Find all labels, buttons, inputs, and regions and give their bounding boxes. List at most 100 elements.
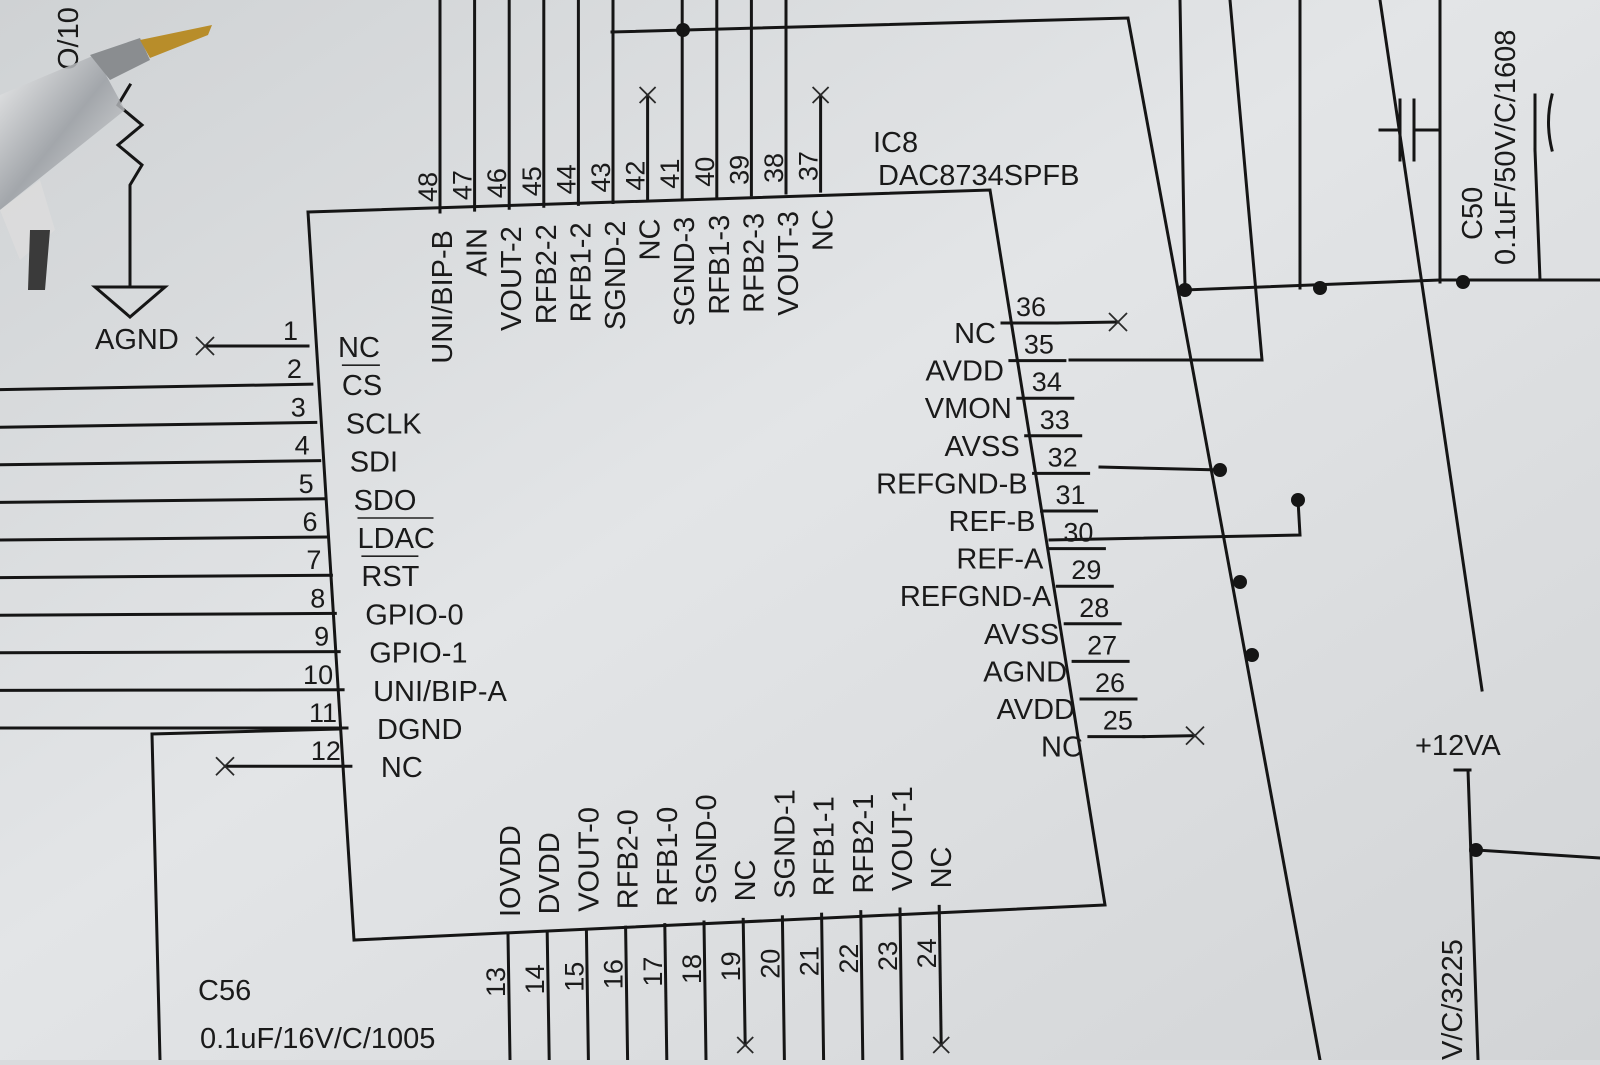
pin-number: 3 xyxy=(291,392,306,422)
pin-number: 10 xyxy=(303,660,333,690)
pin-number: 46 xyxy=(482,168,512,198)
pin-name: VOUT-1 xyxy=(887,786,919,891)
pin-name: NC xyxy=(730,860,762,902)
pin-name: REFGND-B xyxy=(876,468,1027,500)
pin-number: 48 xyxy=(413,172,443,202)
pin-name: RFB2-0 xyxy=(613,809,645,909)
no-connect-marker xyxy=(215,756,235,776)
pin-name: SGND-2 xyxy=(600,221,632,331)
pin-number: 39 xyxy=(724,155,754,185)
pin-number: 44 xyxy=(551,164,581,194)
pin-name: UNI/BIP-B xyxy=(427,230,459,364)
pin-name: REFGND-A xyxy=(900,581,1052,613)
pin-name: AVSS xyxy=(944,431,1019,463)
junction-dot xyxy=(1178,283,1192,297)
pin-number: 32 xyxy=(1048,442,1078,472)
pin-line xyxy=(0,611,337,617)
no-connect-marker xyxy=(811,86,830,104)
pin-name: SDO xyxy=(354,485,417,517)
pin-name: SDI xyxy=(350,447,398,479)
pin-name: GPIO-1 xyxy=(369,638,467,670)
pin-number: 20 xyxy=(755,949,785,979)
probe-tip xyxy=(0,25,212,290)
pin-number: 40 xyxy=(690,157,720,187)
pin-name: VOUT-3 xyxy=(773,211,805,316)
net-wire xyxy=(1178,0,1600,292)
pin-name: RFB2-2 xyxy=(531,224,563,324)
pin-line xyxy=(820,912,826,1062)
net-wire xyxy=(1098,465,1222,472)
no-connect-marker xyxy=(195,336,215,356)
pin-name: NC xyxy=(808,209,840,251)
pin-number: 8 xyxy=(310,583,325,613)
pin-name: NC xyxy=(1041,732,1083,764)
pin-line xyxy=(545,930,551,1062)
junction-dot xyxy=(1213,463,1227,477)
pin-number: 31 xyxy=(1056,480,1086,510)
pin-line xyxy=(780,915,786,1062)
pin-name: CS xyxy=(342,370,382,402)
pin-line xyxy=(859,910,865,1062)
pin-number: 13 xyxy=(481,967,511,997)
pin-number: 14 xyxy=(520,964,550,994)
no-connect-marker xyxy=(932,1036,950,1054)
supply-branch xyxy=(1474,848,1600,860)
pin-name: IOVDD xyxy=(495,825,527,917)
junction-dot xyxy=(1233,575,1247,589)
pin-number: 21 xyxy=(795,946,825,976)
pin-line xyxy=(0,382,314,392)
no-connect-marker xyxy=(736,1036,754,1054)
pin-name: SGND-0 xyxy=(691,794,723,904)
pin-number: 30 xyxy=(1063,518,1093,548)
pin-number: 19 xyxy=(716,951,746,981)
pin-line xyxy=(1055,320,1120,325)
pin-name: RFB1-1 xyxy=(809,796,841,896)
pin-line xyxy=(0,459,322,467)
pin-name: SGND-3 xyxy=(669,217,701,327)
net-wire xyxy=(1533,148,1542,282)
pin-number: 28 xyxy=(1079,593,1109,623)
pin-number: 37 xyxy=(794,151,824,181)
pin-name: RFB1-2 xyxy=(565,222,597,322)
pin-number: 41 xyxy=(655,159,685,189)
pin-name: VMON xyxy=(925,393,1012,425)
pin-name: VOUT-0 xyxy=(573,807,605,912)
pin-number: 26 xyxy=(1095,668,1125,698)
pin-name: NC xyxy=(954,318,996,350)
pin-name: SCLK xyxy=(346,408,422,440)
pin-number: 9 xyxy=(314,622,329,652)
pin-number: 7 xyxy=(306,545,321,575)
pin-line xyxy=(0,535,330,542)
pin-line xyxy=(0,688,345,692)
junction-dot xyxy=(1313,281,1327,295)
pin-line xyxy=(506,933,512,1062)
pin-line xyxy=(1142,734,1197,739)
pin-number: 2 xyxy=(287,354,302,384)
c50-reference: C50 xyxy=(1457,187,1489,240)
pin-number: 4 xyxy=(295,431,310,461)
pin-number: 45 xyxy=(517,166,547,196)
ic-part-number: DAC8734SPFB xyxy=(878,160,1080,192)
net-wire xyxy=(150,727,342,1062)
pin-name: GPIO-0 xyxy=(365,599,463,631)
electrolytic-capacitor-partial xyxy=(1533,93,1554,152)
c56-reference: C56 xyxy=(198,975,251,1007)
pin-line xyxy=(663,923,669,1062)
agnd-ground-symbol xyxy=(90,248,170,319)
junction-dot xyxy=(1291,493,1305,507)
pin-line xyxy=(702,920,708,1062)
pin-number: 36 xyxy=(1016,292,1046,322)
junction-dot xyxy=(1245,648,1259,662)
pin-line xyxy=(0,420,318,429)
pin-name: VOUT-2 xyxy=(496,226,528,331)
pin-name: REF-B xyxy=(949,506,1036,538)
ic-body xyxy=(306,188,1107,942)
wire-group xyxy=(150,0,1600,1062)
pin-line xyxy=(0,573,333,580)
ic-reference: IC8 xyxy=(873,127,918,159)
pin-name: RFB1-3 xyxy=(704,215,736,315)
pin-line xyxy=(0,497,326,504)
pin-name: RFB2-3 xyxy=(738,213,770,313)
